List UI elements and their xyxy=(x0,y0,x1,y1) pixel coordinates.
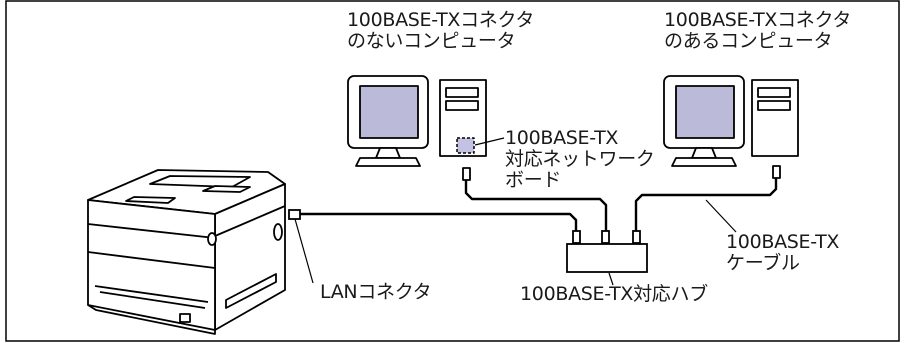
cable-printer-hub xyxy=(300,212,578,231)
label-computer-without-connector: 100BASE-TXコネクタ のないコンピュータ xyxy=(347,10,534,52)
leader-lan-connector xyxy=(294,218,314,284)
computer-right-icon xyxy=(663,75,799,179)
label-network-board: 100BASE-TX 対応ネットワーク ボード xyxy=(505,128,655,191)
label-line: 100BASE-TXコネクタ xyxy=(347,9,535,31)
leader-network-board xyxy=(474,137,505,146)
label-line: のあるコンピュータ xyxy=(664,30,833,52)
label-lan-connector: LANコネクタ xyxy=(320,281,432,303)
hub-icon xyxy=(566,230,648,273)
label-line: 100BASE-TX xyxy=(726,231,840,253)
leader-hub xyxy=(608,272,614,286)
label-hub: 100BASE-TX対応ハブ xyxy=(520,283,708,305)
label-line: のないコンピュータ xyxy=(347,30,516,52)
printer-icon xyxy=(87,169,286,335)
computer-left-icon xyxy=(347,75,487,181)
label-line: 対応ネットワーク xyxy=(505,148,655,170)
lan-connector-icon xyxy=(288,209,301,220)
label-line: ケーブル xyxy=(726,252,800,274)
label-line: 100BASE-TXコネクタ xyxy=(664,9,852,31)
leader-cable xyxy=(705,199,737,233)
label-line: ボード xyxy=(505,169,562,191)
cable-computer-right-hub xyxy=(634,178,778,231)
label-line: 100BASE-TX xyxy=(505,127,619,149)
cables xyxy=(300,178,778,231)
figure-frame xyxy=(5,0,900,342)
cable-computer-left-hub xyxy=(464,180,608,231)
network-board-icon xyxy=(456,137,475,154)
label-computer-with-connector: 100BASE-TXコネクタ のあるコンピュータ xyxy=(664,10,851,52)
leader-lines xyxy=(294,137,737,286)
label-cable: 100BASE-TX ケーブル xyxy=(726,232,839,274)
